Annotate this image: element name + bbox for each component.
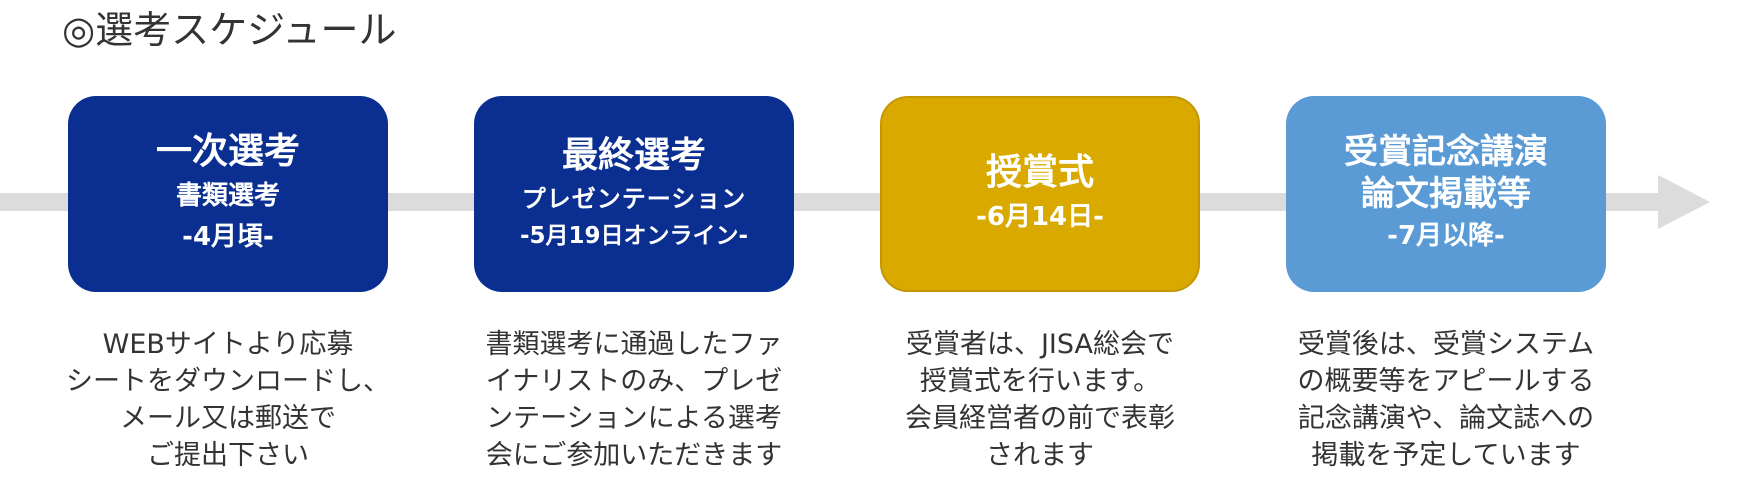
stage-description-award-ceremony: 受賞者は、JISA総会で 授賞式を行います。 会員経営者の前で表彰 されます xyxy=(860,326,1220,474)
stage-description-first-screening: WEBサイトより応募 シートをダウンロードし、 メール又は郵送で ご提出下さい xyxy=(48,326,408,474)
stage-title: 授賞式 xyxy=(985,151,1094,193)
description-line: の概要等をアピールする xyxy=(1297,366,1595,397)
description-line: 記念講演や、論文誌への xyxy=(1297,403,1595,434)
description-line: 授賞式を行います。 xyxy=(919,366,1161,397)
stage-box-commemorative-lecture: 受賞記念講演 論文掲載等 -7月以降- xyxy=(1286,96,1606,292)
stage-title-line: 論文掲載等 xyxy=(1361,174,1531,215)
stage-date: -6月14日- xyxy=(976,201,1104,232)
stage-description-commemorative-lecture: 受賞後は、受賞システム の概要等をアピールする 記念講演や、論文誌への 掲載を予… xyxy=(1266,326,1626,474)
stage-title: 最終選考 xyxy=(561,135,706,176)
description-line: 受賞後は、受賞システム xyxy=(1297,329,1595,360)
description-line: されます xyxy=(986,440,1094,471)
stage-date: -7月以降- xyxy=(1387,220,1505,251)
stage-subtitle: プレゼンテーション xyxy=(521,184,747,213)
description-line: メール又は郵送で xyxy=(120,403,336,434)
timeline-arrow-icon xyxy=(1658,175,1710,229)
page-title: ◎選考スケジュール xyxy=(62,8,397,52)
description-line: ご提出下さい xyxy=(147,440,309,471)
description-line: イナリストのみ、プレゼ xyxy=(485,366,783,397)
stage-title: 一次選考 xyxy=(155,131,300,172)
stage-date: -4月頃- xyxy=(182,222,274,253)
description-line: 掲載を予定しています xyxy=(1311,440,1581,471)
description-line: 会にご参加いただきます xyxy=(485,440,783,471)
description-line: シートをダウンロードし、 xyxy=(66,366,390,397)
stage-description-final-screening: 書類選考に通過したファ イナリストのみ、プレゼ ンテーションによる選考 会にご参… xyxy=(454,326,814,474)
description-line: 受賞者は、JISA総会で xyxy=(905,329,1175,360)
description-line: 会員経営者の前で表彰 xyxy=(905,403,1175,434)
stage-box-award-ceremony: 授賞式 -6月14日- xyxy=(880,96,1200,292)
timeline-bar xyxy=(0,193,1660,211)
stage-box-final-screening: 最終選考 プレゼンテーション -5月19日オンライン- xyxy=(474,96,794,292)
description-line: 書類選考に通過したファ xyxy=(485,329,783,360)
stage-title-line: 受賞記念講演 xyxy=(1344,131,1548,172)
stage-subtitle: 書類選考 xyxy=(175,180,280,211)
description-line: WEBサイトより応募 xyxy=(102,329,354,360)
description-line: ンテーションによる選考 xyxy=(486,403,782,434)
stage-box-first-screening: 一次選考 書類選考 -4月頃- xyxy=(68,96,388,292)
stage-date: -5月19日オンライン- xyxy=(519,223,749,250)
